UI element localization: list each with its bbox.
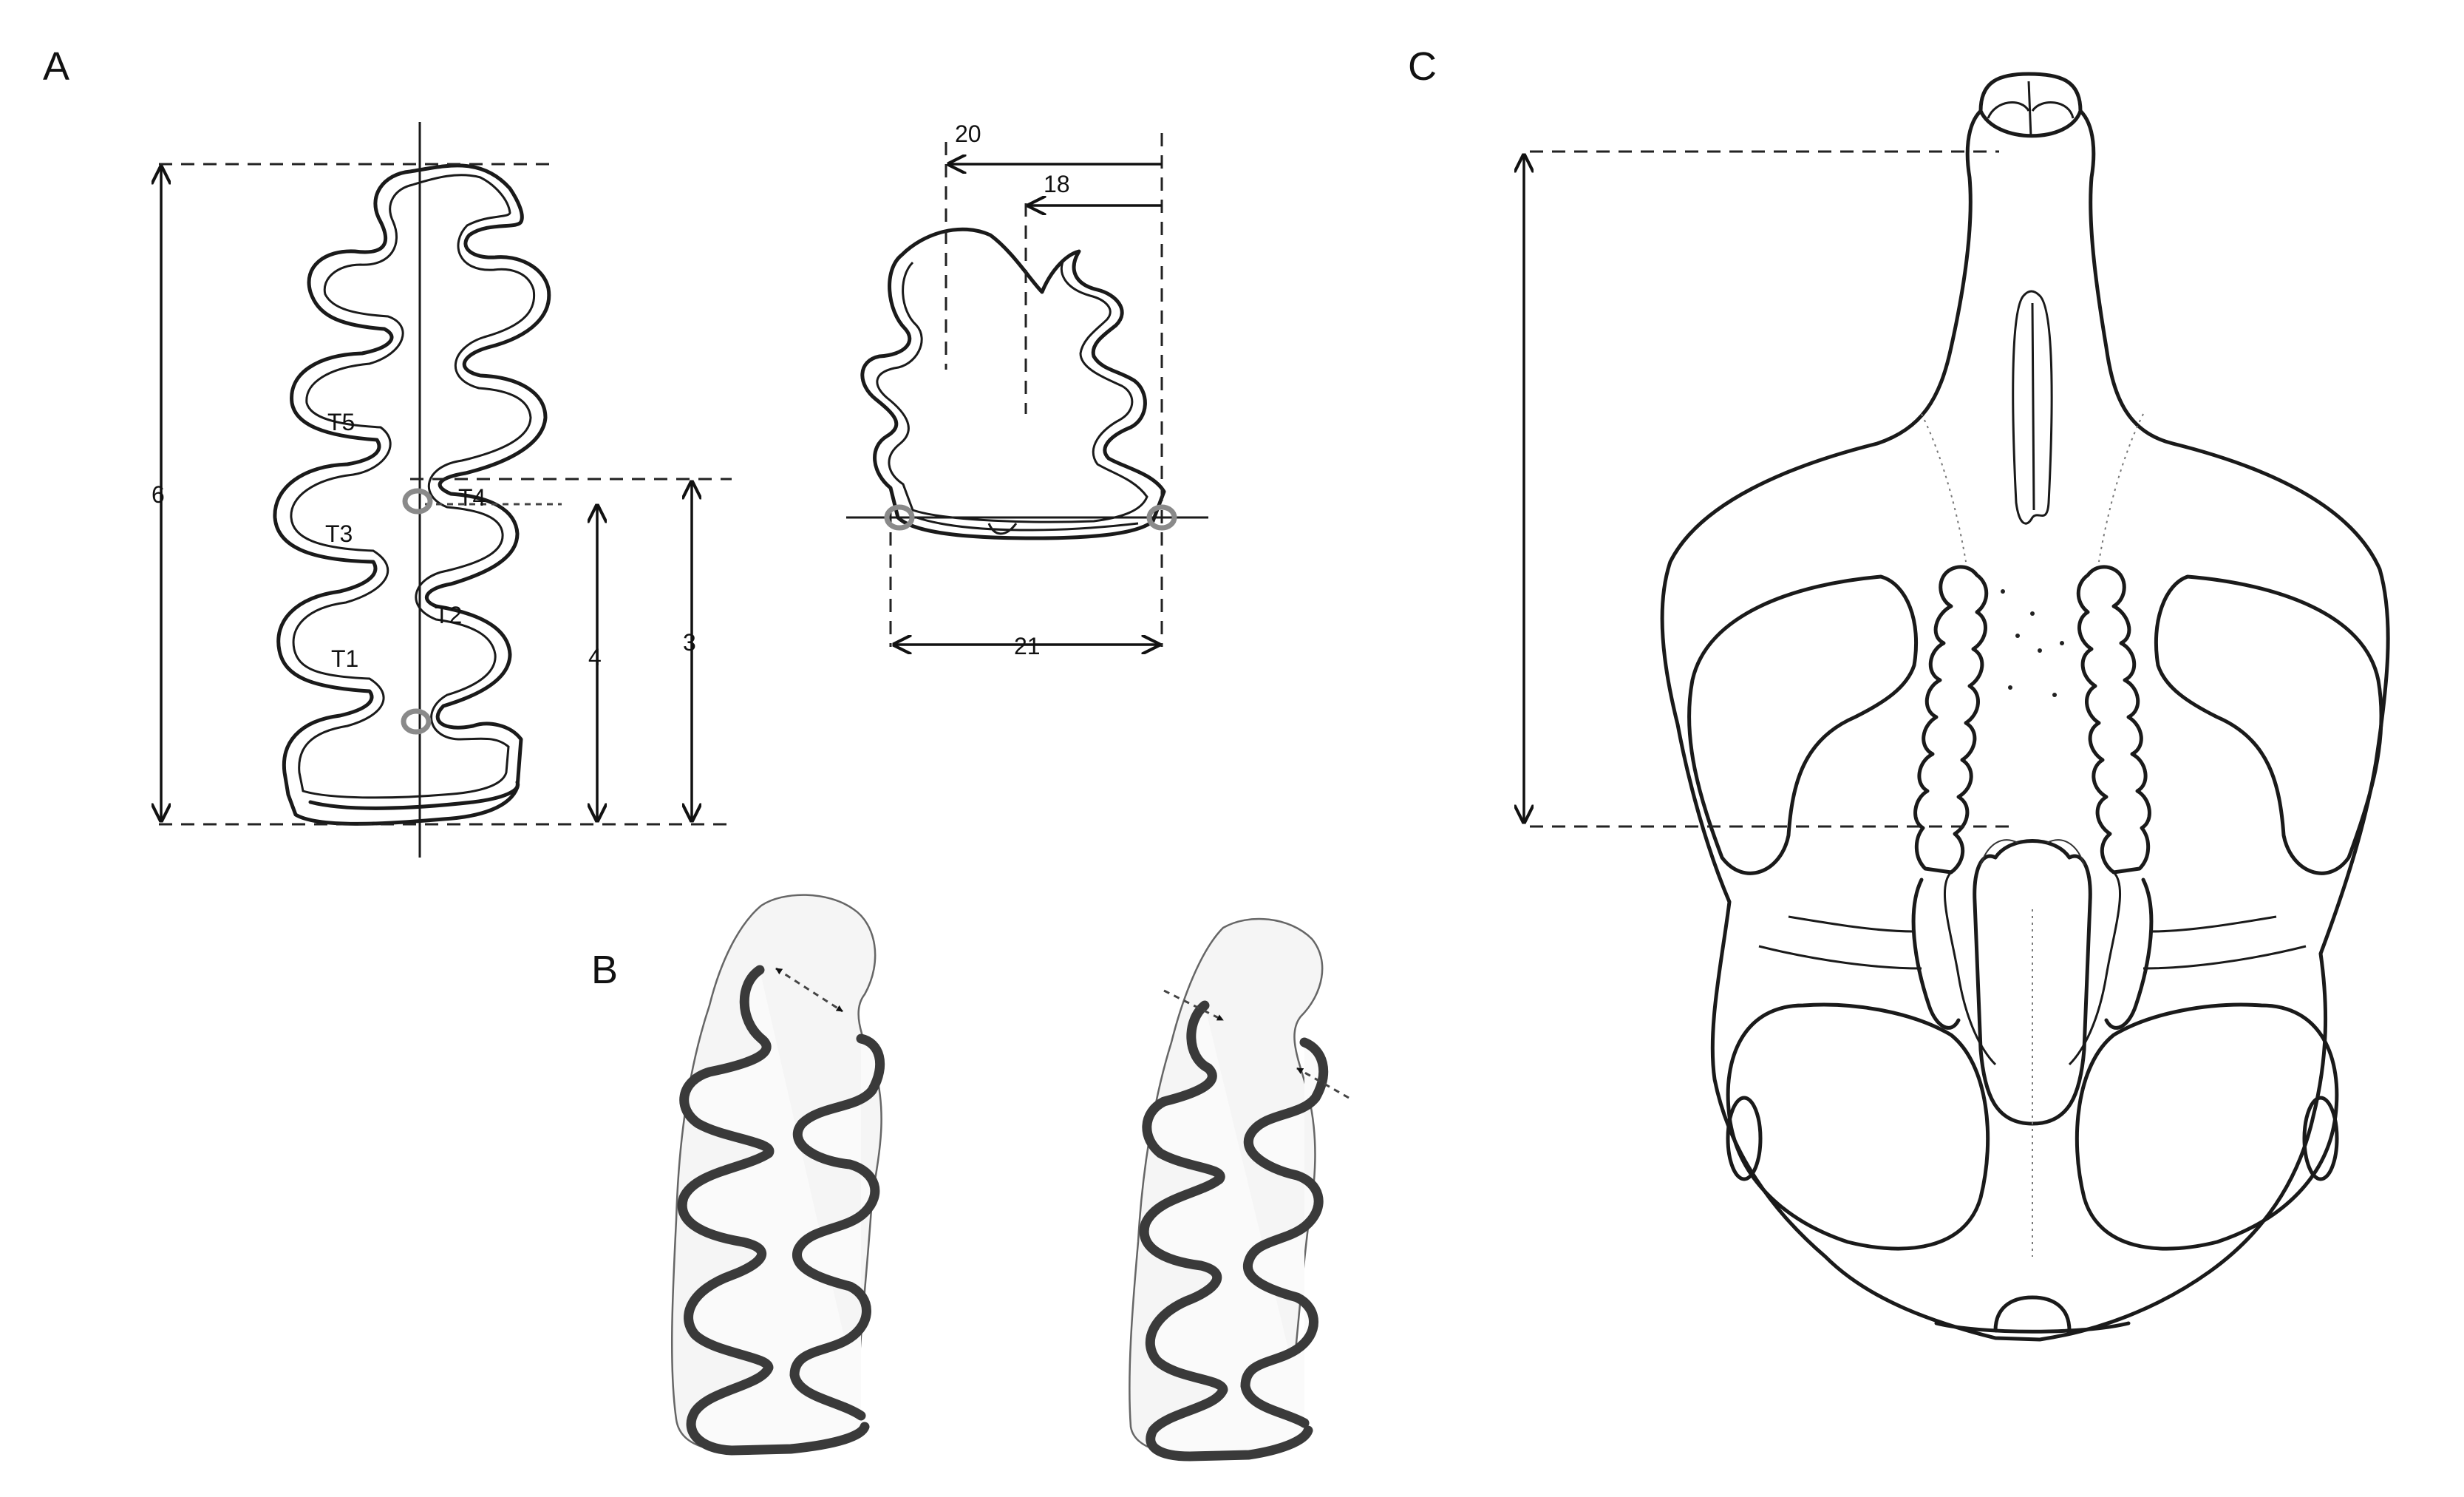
measure-20-label: 20: [955, 120, 981, 147]
molar-b-left-enamel: [677, 965, 870, 1456]
palate-line-left: [1921, 413, 1967, 563]
nasal-tip-split: [1987, 81, 2075, 138]
molar-b-left-arrow: [775, 967, 843, 1013]
mesopterygoid: [1943, 871, 2122, 1066]
molar-b-right-enamel: [1139, 1000, 1313, 1462]
landmark-ring-lower: [401, 708, 432, 735]
molar-a-left: [273, 163, 551, 826]
palatal-ridges: [1980, 839, 2085, 866]
cranial-suture-left: [1758, 915, 1922, 970]
molar-row-left: [1913, 565, 1989, 875]
nasal-tip: [1978, 72, 2083, 138]
panel-c: C: [1408, 44, 2390, 1342]
molar-a-right: [860, 227, 1166, 540]
orbit-left: [1687, 574, 1919, 875]
molar-b-right-arrow-right: [1296, 1067, 1350, 1099]
measure-3-label: 3: [683, 629, 696, 656]
molar-a-right-outline: [860, 227, 1166, 540]
molar-b-right-enamel-right: [1240, 1037, 1329, 1428]
cusp-label-t1: T1: [331, 645, 358, 672]
panel-b: B: [591, 894, 1350, 1462]
molar-a-right-base: [916, 516, 1139, 535]
measure-4-label: 4: [588, 644, 602, 671]
skull-outline: [1660, 109, 2390, 1342]
molar-row-right: [2076, 565, 2151, 875]
molar-b-left: [670, 894, 885, 1456]
measure-6-label: 6: [152, 481, 165, 508]
molar-a-right-inner: [876, 258, 1148, 523]
ear-left: [1726, 1096, 1763, 1181]
pterygoid-right: [2104, 878, 2154, 1030]
orbit-right: [2154, 574, 2383, 875]
cusp-label-t5: T5: [327, 409, 355, 435]
panel-a-label: A: [43, 44, 69, 89]
measure-18-label: 18: [1044, 171, 1070, 197]
panel-a: A 6 4 3 T5 T4 T3 T2: [43, 44, 1208, 858]
palate-line-right: [2098, 413, 2144, 563]
landmark-ring-right-left: [884, 504, 915, 531]
molar-a-left-outline: [273, 163, 551, 826]
cranial-suture-right: [2143, 915, 2307, 970]
pterygoid-left: [1911, 878, 1961, 1030]
measure-21-label: 21: [1014, 633, 1041, 659]
occipital: [1934, 1295, 2131, 1334]
landmark-ring-upper: [402, 488, 433, 515]
bulla-left: [1726, 1002, 1990, 1251]
cusp-label-t2: T2: [435, 602, 462, 628]
molar-b-left-enamel-right: [789, 1033, 885, 1421]
panel-c-label: C: [1408, 44, 1437, 89]
panel-b-label: B: [591, 948, 618, 992]
palate-foramina: [2001, 589, 2064, 697]
molar-b-right: [1129, 917, 1350, 1462]
landmark-ring-right-right: [1146, 504, 1177, 531]
ear-right: [2302, 1096, 2339, 1181]
bulla-right: [2075, 1002, 2339, 1251]
incisive-foramen: [2012, 290, 2053, 525]
basicranium-central: [1973, 839, 2092, 1126]
molar-a-left-base: [308, 780, 520, 810]
molar-a-left-inner: [290, 174, 536, 799]
cusp-label-t4: T4: [458, 484, 486, 511]
cusp-label-t3: T3: [325, 520, 353, 547]
